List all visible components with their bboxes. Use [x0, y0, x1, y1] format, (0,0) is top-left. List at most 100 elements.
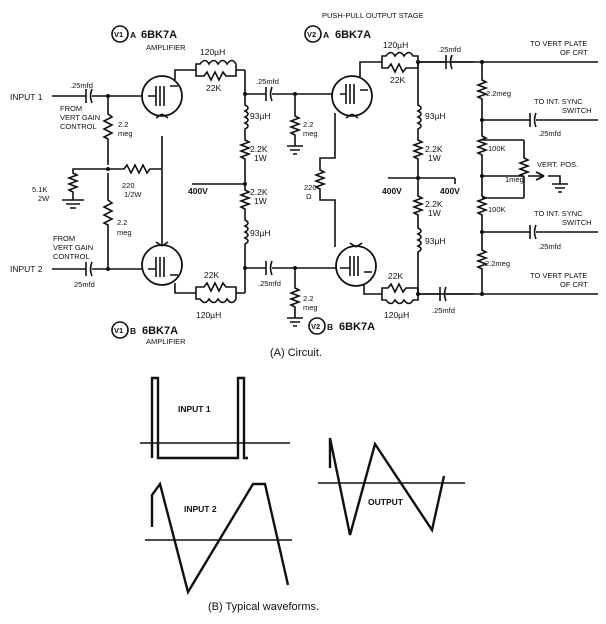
v1b-type: 6BK7A — [142, 325, 178, 337]
r-22k-bot-l-b: 1W — [254, 196, 267, 206]
c-cpl-top: .25mfd — [256, 77, 279, 86]
out-bot-2: OF CRT — [560, 280, 588, 289]
r-22meg-bot: 2.2meg — [485, 259, 510, 268]
ind-93-top-r: 93µH — [425, 111, 446, 121]
r-grid1-b: meg — [118, 129, 133, 138]
v2a-badge-text: V2 — [307, 30, 316, 39]
r-100k-bot: 100K — [488, 205, 506, 214]
junction-dots — [106, 60, 484, 296]
r-top-r: 22K — [390, 75, 405, 85]
r-bal-b: 1/2W — [124, 190, 142, 199]
plate-load-bot-left: 22K 120µH — [195, 270, 245, 320]
stage-title: PUSH-PULL OUTPUT STAGE — [322, 11, 424, 20]
from-bot-2: VERT GAIN — [53, 243, 93, 252]
input1-label: INPUT 1 — [10, 92, 43, 102]
out-sync-bot-2: SWITCH — [562, 218, 592, 227]
from-bot-1: FROM — [53, 234, 75, 243]
r-bal-a: 220 — [122, 181, 135, 190]
r-grid2-a: 2.2 — [117, 218, 127, 227]
caption-a: (A) Circuit. — [270, 347, 322, 359]
pot-label: 1meg — [505, 175, 524, 184]
c-sync-top: .25mfd — [538, 129, 561, 138]
c-cpl-bot: .25mfd — [258, 279, 281, 288]
r-bot-l: 22K — [204, 270, 219, 280]
out-top-1: TO VERT PLATE — [530, 39, 587, 48]
out-sync-top-2: SWITCH — [562, 106, 592, 115]
coil-top-l: 120µH — [200, 47, 225, 57]
waveform-input1: INPUT 1 — [140, 376, 290, 460]
tube-v2b — [335, 242, 382, 295]
ind-93-bot-r: 93µH — [425, 236, 446, 246]
v1a-type: 6BK7A — [141, 29, 177, 41]
v1b-role: AMPLIFIER — [146, 337, 186, 346]
c-out-bot: .25mfd — [432, 306, 455, 315]
ind-93-bot-l: 93µH — [250, 228, 271, 238]
coil-bot-l: 120µH — [196, 310, 221, 320]
waveform-input2: INPUT 2 — [145, 481, 292, 596]
r-22k-bot-r-b: 1W — [428, 208, 441, 218]
v1b-label: V1 B 6BK7A AMPLIFIER — [111, 321, 186, 346]
input2-label: INPUT 2 — [10, 264, 43, 274]
coil-bot-r: 120µH — [384, 310, 409, 320]
tube-v2a — [331, 61, 382, 119]
caption-b: (B) Typical waveforms. — [208, 601, 319, 613]
c-in2-label: 25mfd — [74, 280, 95, 289]
v2b-type: 6BK7A — [339, 321, 375, 333]
v2a-label: V2 A 6BK7A — [304, 25, 371, 43]
b-plus-r1: 400V — [382, 186, 402, 196]
coil-top-r: 120µH — [383, 40, 408, 50]
r-grid-v2a-b: meg — [303, 129, 318, 138]
r-22k-top-r-a: 2.2K — [425, 144, 443, 154]
b-plus-l: 400V — [188, 186, 208, 196]
out-sync-bot-1: TO INT. SYNC — [534, 209, 583, 218]
r-cath2-b: Ω — [306, 192, 312, 201]
from-top-1: FROM — [60, 104, 82, 113]
r-grid-v2a-a: 2.2 — [303, 120, 313, 129]
r-22k-bot-r-a: 2.2K — [425, 199, 443, 209]
v2a-badge — [304, 25, 322, 43]
v1a-role: AMPLIFIER — [146, 43, 186, 52]
v1a-label: V1 A 6BK7A AMPLIFIER — [111, 25, 186, 52]
r-bot-r: 22K — [388, 271, 403, 281]
c-sync-bot: .25mfd — [538, 242, 561, 251]
r-cath-a: 5.1K — [32, 185, 47, 194]
out-bot-1: TO VERT PLATE — [530, 271, 587, 280]
v2a-section: A — [323, 30, 329, 40]
out-top-2: OF CRT — [560, 48, 588, 57]
r-22k-top-r-b: 1W — [428, 153, 441, 163]
v2a-type: 6BK7A — [335, 29, 371, 41]
tube-v1b — [141, 241, 196, 294]
v1a-section: A — [130, 30, 136, 40]
r-22k-top-l-b: 1W — [254, 153, 267, 163]
v1a-badge-text: V1 — [114, 30, 123, 39]
r-top-l: 22K — [206, 83, 221, 93]
b-plus-r2: 400V — [440, 186, 460, 196]
v1a-badge — [111, 25, 129, 43]
plate-load-top-left: 120µH 22K — [195, 47, 245, 93]
v1b-section: B — [130, 326, 136, 336]
c-out-top: .25mfd — [438, 45, 461, 54]
v2b-label: V2 B 6BK7A — [308, 317, 375, 335]
waveform-output: OUTPUT — [318, 437, 465, 536]
r-100k-top: 100K — [488, 144, 506, 153]
v2b-badge — [308, 317, 326, 335]
r-grid-v2b-a: 2.2 — [303, 294, 313, 303]
c-in1-label: .25mfd — [70, 81, 93, 90]
r-22meg-top: 2.2meg — [486, 89, 511, 98]
wave-input1-label: INPUT 1 — [178, 404, 211, 414]
from-bot-3: CONTROL — [53, 252, 90, 261]
from-top-2: VERT GAIN — [60, 113, 100, 122]
from-top-3: CONTROL — [60, 122, 97, 131]
out-sync-top-1: TO INT. SYNC — [534, 97, 583, 106]
r-grid2-b: meg — [117, 228, 132, 237]
v2b-badge-text: V2 — [311, 322, 320, 331]
r-cath-b: 2W — [38, 194, 50, 203]
r-grid1-a: 2.2 — [118, 120, 128, 129]
ind-93-top-l: 93µH — [250, 111, 271, 121]
v2b-section: B — [327, 322, 333, 332]
wave-input2-label: INPUT 2 — [184, 504, 217, 514]
vert-pos-label: VERT. POS. — [537, 160, 578, 169]
r-22k-top-l-a: 2.2K — [250, 144, 268, 154]
v1b-badge — [111, 321, 129, 339]
